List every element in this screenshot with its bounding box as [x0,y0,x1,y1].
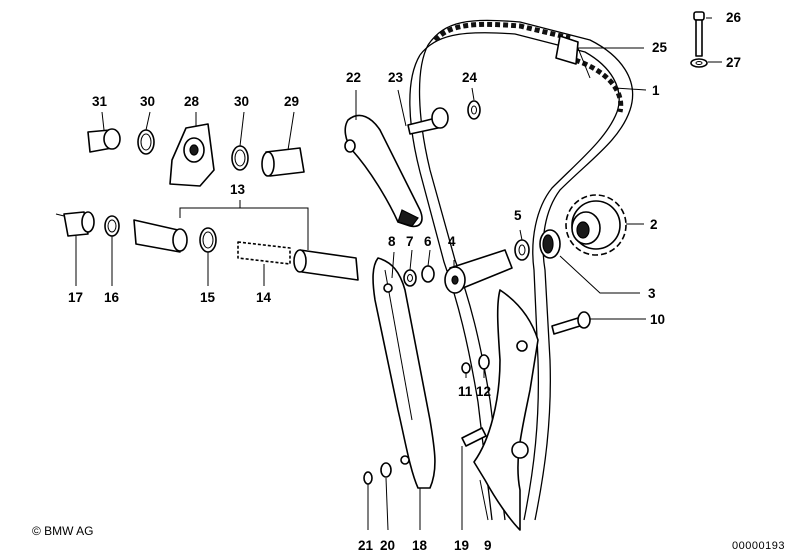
callout-3: 3 [648,286,656,301]
callout-5: 5 [514,208,522,223]
callout-11: 11 [458,384,473,399]
callout-21: 21 [358,538,374,553]
callout-4: 4 [448,234,456,249]
part-washer-21 [363,471,373,485]
callout-12: 12 [476,384,491,399]
part-guide-rail-22 [344,114,423,228]
callout-25: 25 [652,40,668,55]
part-plug-31 [87,128,121,153]
callout-28: 28 [184,94,200,109]
part-plug-17 [63,211,95,237]
callout-labels: 1 2 3 4 5 6 7 8 9 10 11 12 13 14 15 16 1… [68,10,742,553]
callout-10: 10 [650,312,665,327]
part-bolt-23 [407,107,449,135]
part-sprocket [565,194,627,256]
part-guide-rail-18 [372,257,436,489]
part-pin-19 [461,427,487,447]
callout-14: 14 [256,290,272,305]
callout-13: 13 [230,182,246,197]
callout-31: 31 [92,94,108,109]
callout-22: 22 [346,70,361,85]
part-spring-14 [237,241,291,265]
callout-27: 27 [726,55,741,70]
part-washer-20 [380,462,392,478]
callout-26: 26 [726,10,742,25]
part-washer-7 [403,269,417,287]
callout-17: 17 [68,290,83,305]
callout-6: 6 [424,234,432,249]
callout-30-left: 30 [140,94,155,109]
callout-29: 29 [284,94,299,109]
callout-2: 2 [650,217,658,232]
callout-8: 8 [388,234,396,249]
part-seal-15 [199,227,217,253]
callout-1: 1 [652,83,660,98]
callout-23: 23 [388,70,404,85]
callout-30-right: 30 [234,94,249,109]
part-washer-11 [461,362,471,374]
part-washer-6 [421,265,435,283]
copyright-notice: © BMW AG [32,524,94,538]
part-seal-16 [104,215,120,237]
part-washer-27 [690,58,708,68]
part-tensioner-rail-9 [473,289,539,531]
part-chain-link-25 [555,35,579,65]
part-bushing [539,229,561,259]
part-seal-30a [137,129,155,155]
part-seal-30b [231,145,249,171]
part-bolt-10 [551,311,591,335]
callout-20: 20 [380,538,395,553]
part-bolt-26 [693,11,705,57]
part-circlip-24 [467,100,481,120]
document-id: 00000193 [732,540,785,552]
callout-19: 19 [454,538,469,553]
callout-15: 15 [200,290,216,305]
callout-7: 7 [406,234,414,249]
callout-16: 16 [104,290,120,305]
leader-lines [55,17,722,531]
part-washer-5 [514,239,530,261]
callout-18: 18 [412,538,428,553]
part-pin-4 [444,249,513,294]
part-tensioner-body-13 [133,219,188,253]
part-nut-29 [261,147,305,177]
part-housing-28 [169,123,215,187]
callout-9: 9 [484,538,492,553]
part-washer-12 [478,354,490,370]
callout-24: 24 [462,70,478,85]
part-piston-13 [293,249,359,281]
